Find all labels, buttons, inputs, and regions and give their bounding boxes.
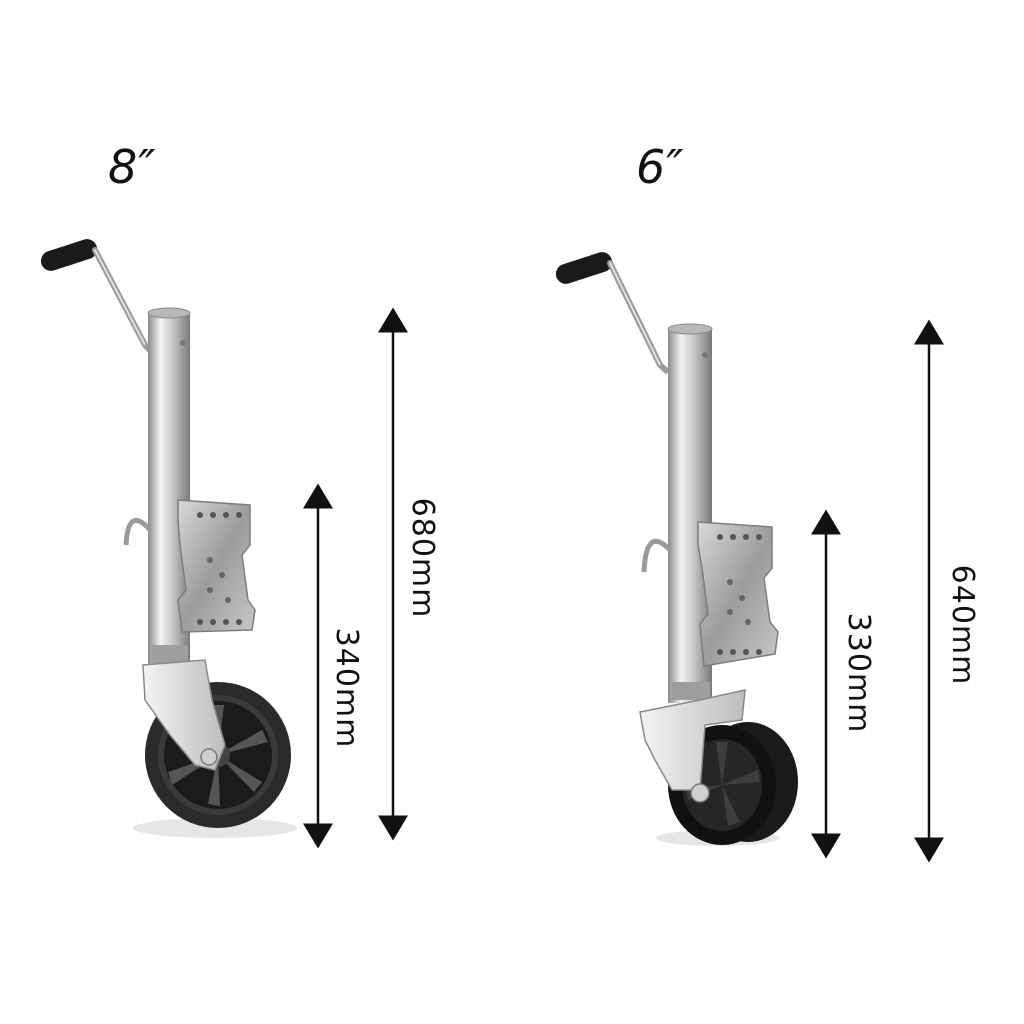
twin-wheel-6-inch bbox=[656, 722, 798, 846]
size-label-6-inch: 6″ bbox=[636, 140, 685, 194]
crank-handle bbox=[555, 252, 670, 375]
jack-8-inch bbox=[40, 239, 297, 838]
mounting-plate bbox=[177, 499, 256, 633]
dimension-label-total-6-inch: 640mm bbox=[945, 564, 980, 686]
wheel-fork bbox=[639, 689, 746, 791]
dimension-label-mount-8-inch: 340mm bbox=[329, 627, 364, 749]
jack-6-inch bbox=[555, 252, 798, 846]
mounting-plate bbox=[697, 521, 779, 667]
size-label-8-inch: 8″ bbox=[108, 140, 157, 194]
crank-handle bbox=[40, 239, 155, 355]
dimension-label-mount-6-inch: 330mm bbox=[841, 612, 876, 734]
dimension-label-total-8-inch: 680mm bbox=[405, 497, 440, 619]
wheel-fork bbox=[142, 659, 226, 771]
